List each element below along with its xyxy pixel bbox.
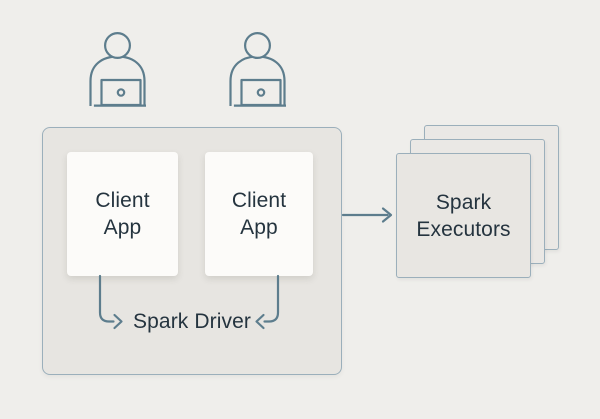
spark-driver-label: Spark Driver [133, 310, 251, 333]
person-at-laptop-icon [89, 31, 147, 107]
client-app-box-1: Client App [67, 152, 178, 276]
driver-to-executors-arrow [341, 207, 393, 223]
person-at-laptop-icon [229, 31, 287, 107]
client-app-label: Client App [95, 189, 150, 239]
spark-executors-label: Spark Executors [416, 190, 511, 241]
executor-box-front: Spark Executors [396, 153, 531, 278]
client-app-box-2: Client App [205, 152, 313, 276]
client-app-label: Client App [231, 189, 287, 239]
